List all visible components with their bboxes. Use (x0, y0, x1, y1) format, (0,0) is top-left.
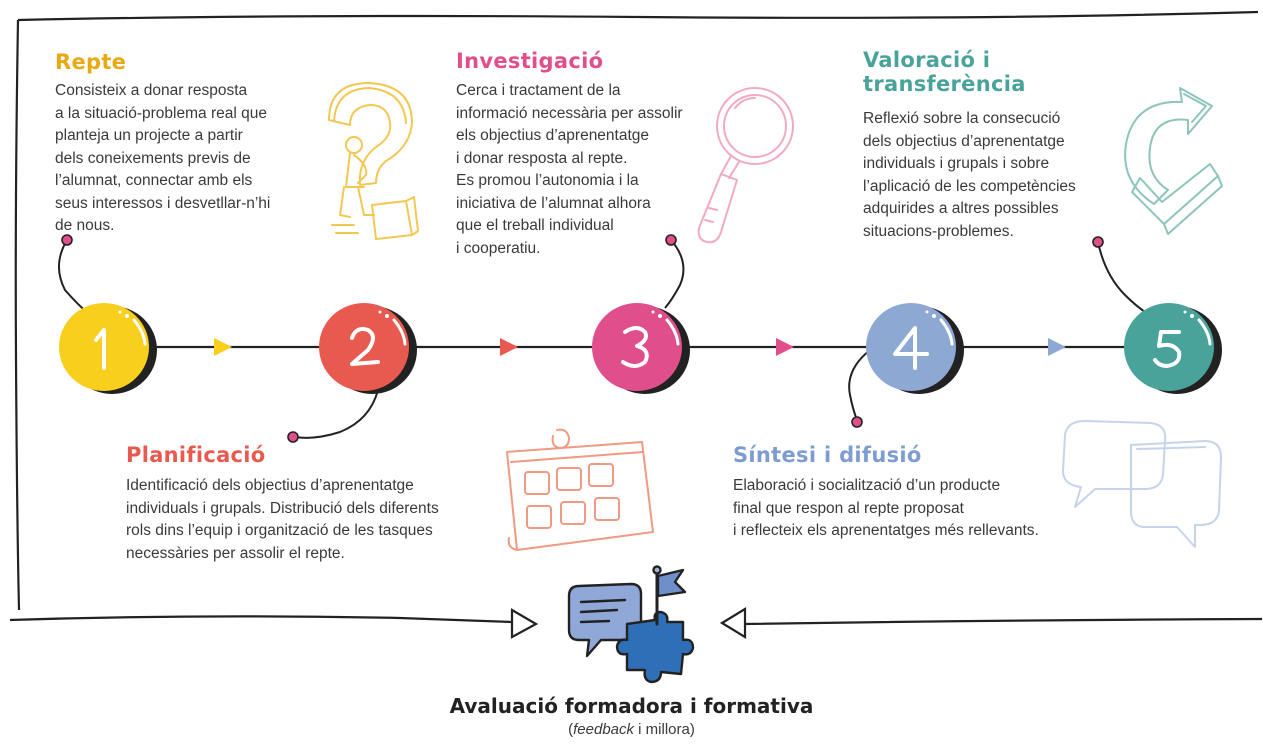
subtitle-open: ( (568, 721, 574, 738)
step-title-planificacio: Planificació (126, 443, 266, 467)
connector-dot (1092, 236, 1104, 248)
connector-dot (61, 234, 73, 246)
step-text-valoracio: Reflexió sobre la consecució dels object… (863, 110, 1076, 240)
connector-dot (851, 416, 863, 428)
arrow-right-icon (214, 338, 232, 356)
step-title-investigacio: Investigació (456, 49, 604, 73)
arrow-right-icon (776, 338, 794, 356)
step-title-sintesi: Síntesi i difusió (733, 443, 922, 467)
arrow-right-icon (1048, 338, 1066, 356)
step-text-investigacio: Cerca i tractament de la informació nece… (456, 82, 683, 257)
evaluation-title: Avaluació formadora i formativa (449, 694, 814, 718)
subtitle-emphasis: feedback (573, 721, 635, 738)
step-circle-4 (866, 303, 964, 394)
question-mark-thinker-icon (328, 82, 419, 240)
step-text-planificacio: Identificació dels objectius d’aprenenta… (126, 477, 439, 562)
step-title-repte: Repte (55, 50, 127, 74)
connector-dot (665, 234, 677, 246)
connector-dot (287, 431, 299, 443)
step-circle-3 (592, 303, 690, 394)
left-pointing-triangle-icon (719, 607, 747, 639)
step-text-sintesi: Elaboració i socialització d’un producte… (733, 477, 1039, 539)
curved-arrow-check-icon (1124, 87, 1223, 235)
step-circle-2 (319, 303, 417, 394)
magnifying-glass-icon (697, 87, 794, 244)
arrow-right-icon (500, 338, 518, 356)
evaluation-subtitle: (feedback i millora) (0, 721, 1263, 738)
right-pointing-triangle-icon (510, 608, 539, 639)
calendar-icon (506, 428, 654, 551)
step-circle-1 (59, 303, 157, 394)
step-title-valoracio: Valoració i transferència (863, 48, 1026, 96)
chat-flag-puzzle-icon (567, 565, 695, 684)
subtitle-rest: i millora) (634, 721, 695, 738)
step-circle-5 (1124, 303, 1222, 394)
step-text-repte: Consisteix a donar resposta a la situaci… (55, 82, 271, 234)
speech-bubbles-icon (1062, 420, 1222, 548)
